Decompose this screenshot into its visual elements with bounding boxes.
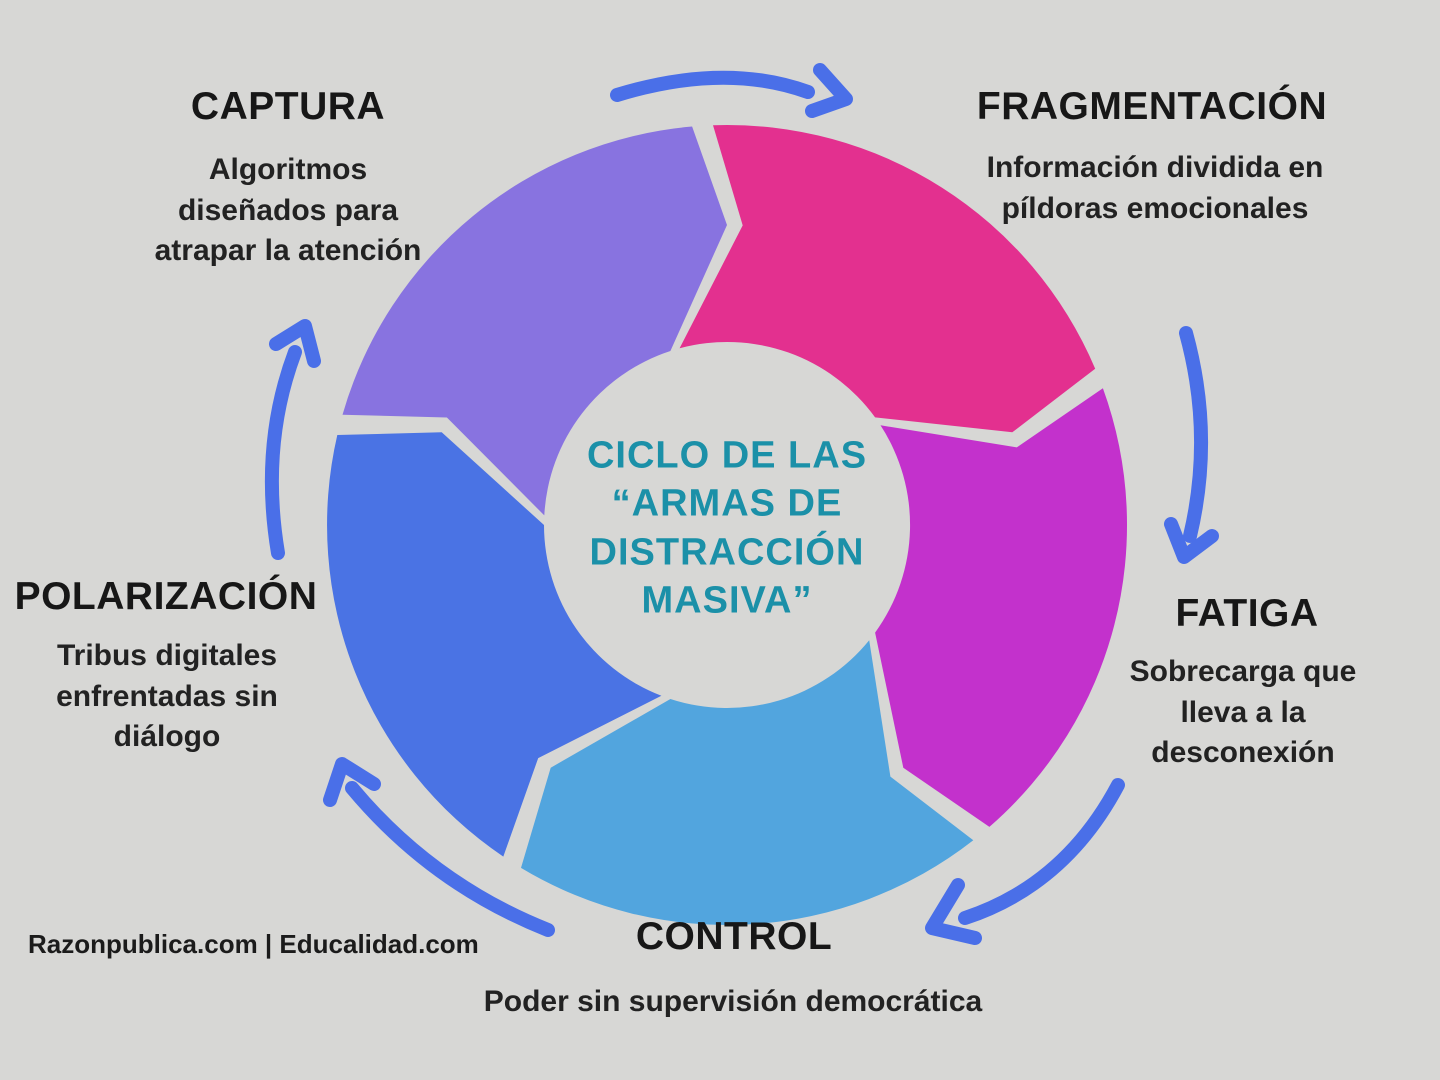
segment-description-fatiga: Sobrecarga que lleva a la desconexión xyxy=(1129,655,1357,769)
segment-heading-polarizacion: POLARIZACIÓN xyxy=(14,575,318,618)
arrow-captura-to-fragmentacion xyxy=(610,63,853,118)
segment-fragmentacion xyxy=(679,124,1096,433)
segment-captura xyxy=(342,126,727,516)
arrow-control-to-polarizacion xyxy=(323,757,555,937)
segment-description-control: Poder sin supervisión democrática xyxy=(483,985,983,1018)
segment-heading-fatiga: FATIGA xyxy=(1175,592,1319,635)
segment-description-polarizacion: Tribus digitales enfrentadas sin diálogo xyxy=(56,639,278,753)
segment-polarizacion xyxy=(327,432,662,857)
arrow-fragmentacion-to-fatiga xyxy=(1164,326,1219,564)
segment-heading-captura: CAPTURA xyxy=(190,85,386,128)
segment-description-fragmentacion: Información dividida en píldoras emocion… xyxy=(986,151,1324,225)
arrow-fatiga-to-control xyxy=(925,778,1125,945)
segment-description-captura: Algoritmos diseñados para atrapar la ate… xyxy=(154,153,422,267)
segment-heading-control: CONTROL xyxy=(635,915,833,958)
segment-heading-fragmentacion: FRAGMENTACIÓN xyxy=(976,85,1328,128)
segment-control xyxy=(521,640,974,926)
cycle-center-title: CICLO DE LAS “ARMAS DE DISTRACCIÓN MASIV… xyxy=(586,434,868,622)
arrow-polarizacion-to-captura xyxy=(264,319,321,560)
footer-credits: Razonpublica.com | Educalidad.com xyxy=(28,929,479,959)
segment-fatiga xyxy=(875,388,1128,827)
